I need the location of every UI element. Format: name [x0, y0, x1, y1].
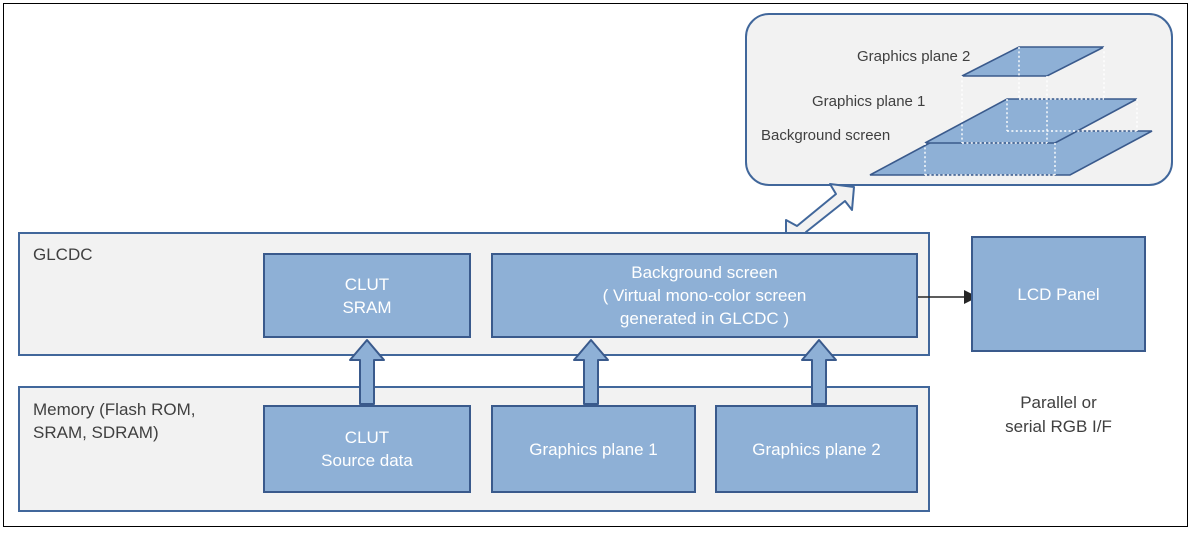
clut-source-data-block[interactable]: CLUT Source data — [263, 405, 471, 493]
glcdc-panel-title: GLCDC — [33, 245, 93, 264]
outer-frame — [3, 3, 1188, 527]
layer-label-background-screen: Background screen — [761, 127, 891, 144]
layer-label-graphics-plane-2: Graphics plane 2 — [857, 48, 971, 65]
lcd-interface-caption: Parallel or serial RGB I/F — [1005, 393, 1112, 436]
graphics-plane-2-plane — [961, 46, 1105, 77]
lcd-panel-block[interactable]: LCD Panel — [971, 236, 1146, 352]
graphics-plane-2-block[interactable]: Graphics plane 2 — [715, 405, 918, 493]
background-screen-block[interactable]: Background screen ( Virtual mono-color s… — [491, 253, 918, 338]
graphics-plane-1-block[interactable]: Graphics plane 1 — [491, 405, 696, 493]
layer-label-graphics-plane-1: Graphics plane 1 — [812, 93, 926, 110]
memory-panel-title: Memory (Flash ROM, SRAM, SDRAM) — [33, 400, 196, 442]
arrow-graphics-plane-1-to-background-screen — [573, 339, 609, 405]
layer-stack-callout: Graphics plane 2 Graphics plane 1 Backgr… — [745, 13, 1173, 186]
layer-stack-graphic — [869, 46, 1153, 176]
arrow-graphics-plane-2-to-background-screen — [801, 339, 837, 405]
clut-sram-block[interactable]: CLUT SRAM — [263, 253, 471, 338]
arrow-clut-source-to-clut-sram — [349, 339, 385, 405]
